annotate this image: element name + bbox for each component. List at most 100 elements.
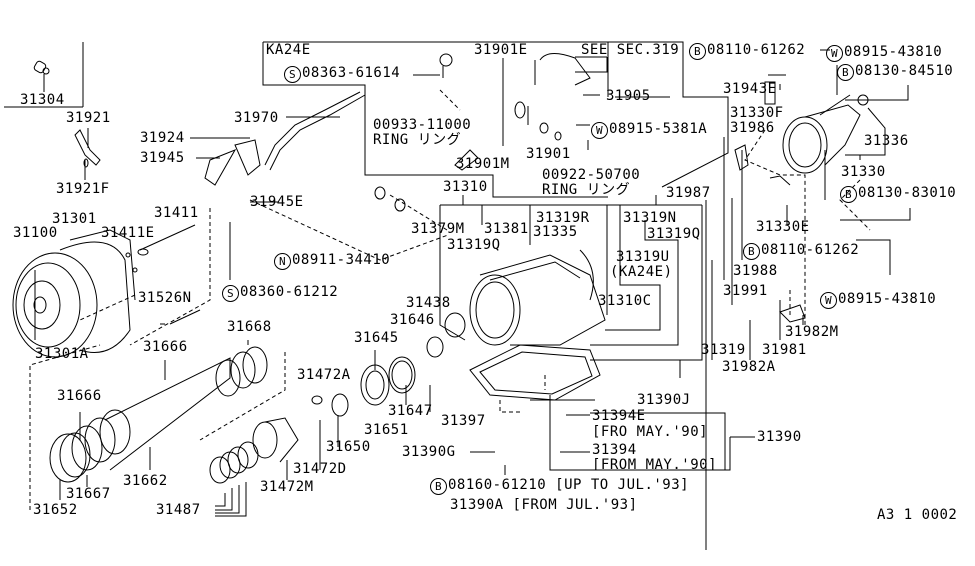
part-label-31390j: 31390J — [637, 392, 691, 408]
note-31394e-date: [FRO MAY.'90] — [592, 424, 709, 440]
plug-31304-drawing — [33, 60, 49, 92]
part-label-31905: 31905 — [606, 88, 651, 104]
part-label-31667: 31667 — [66, 486, 111, 502]
part-label-31390a: 31390A [FROM JUL.'93] — [450, 497, 638, 513]
part-label-31319u: 31319U — [616, 249, 670, 265]
note-31394-date: [FROM MAY.'90] — [592, 457, 718, 473]
n-symbol: N — [274, 253, 291, 270]
part-label-31319q-right: 31319Q — [647, 226, 701, 242]
part-label-31304: 31304 — [20, 92, 65, 108]
part-label-31988: 31988 — [733, 263, 778, 279]
ring-00922-50700-text: RING リング — [542, 182, 631, 198]
see-section-reference[interactable]: SEE SEC.319 — [581, 42, 680, 58]
part-label-31981: 31981 — [762, 342, 807, 358]
b-symbol: B — [837, 64, 854, 81]
part-label-31411: 31411 — [154, 205, 199, 221]
part-label-31901: 31901 — [526, 146, 571, 162]
part-label-31397: 31397 — [441, 413, 486, 429]
part-label-31100: 31100 — [13, 225, 58, 241]
part-label-31666-top: 31666 — [143, 339, 188, 355]
inset-frame — [4, 42, 83, 107]
part-label-31945: 31945 — [140, 150, 185, 166]
part-label-31472m: 31472M — [260, 479, 314, 495]
s-symbol: S — [284, 66, 301, 83]
dipstick-tube-drawing — [205, 92, 365, 185]
part-label-31982m: 31982M — [785, 324, 839, 340]
part-label-31379m: 31379M — [411, 221, 465, 237]
part-label-31472a: 31472A — [297, 367, 351, 383]
part-label-31943e: 31943E — [723, 81, 777, 97]
w-symbol: W — [591, 122, 608, 139]
extension-housing-drawing — [735, 82, 868, 322]
part-label-31319: 31319 — [701, 342, 746, 358]
part-label-31991: 31991 — [723, 283, 768, 299]
b-symbol: B — [840, 186, 857, 203]
part-label-31301: 31301 — [52, 211, 97, 227]
torque-converter-drawing — [13, 230, 135, 357]
w-symbol: W — [826, 45, 843, 62]
part-label-31650: 31650 — [326, 439, 371, 455]
part-label-31645: 31645 — [354, 330, 399, 346]
part-label-31924: 31924 — [140, 130, 185, 146]
clutch-pack-drawing — [50, 347, 415, 483]
part-label-31472d: 31472D — [293, 461, 347, 477]
part-label-31310c: 31310C — [598, 293, 652, 309]
part-label-31651: 31651 — [364, 422, 409, 438]
variant-label-ka24e: KA24E — [266, 42, 311, 58]
ring-00933-11000-text: RING リング — [373, 132, 462, 148]
part-label-31921: 31921 — [66, 110, 111, 126]
part-label-31487: 31487 — [156, 502, 201, 518]
w-symbol: W — [820, 292, 837, 309]
b-symbol: B — [689, 43, 706, 60]
part-label-31330f: 31330F — [730, 105, 784, 121]
part-label-31319n: 31319N — [623, 210, 677, 226]
bracket-31921-drawing — [75, 128, 100, 180]
transmission-case-drawing — [427, 250, 605, 400]
breather-tube-drawing — [375, 53, 590, 211]
diagram-footer-code: A3 1 0002 — [877, 507, 958, 523]
part-label-31330e: 31330E — [756, 219, 810, 235]
part-label-31668: 31668 — [227, 319, 272, 335]
s-symbol: S — [222, 285, 239, 302]
ring-00922-50700-number: 00922-50700 — [542, 167, 641, 183]
part-label-31662: 31662 — [123, 473, 168, 489]
part-label-31901m: 31901M — [456, 156, 510, 172]
b-symbol: B — [430, 478, 447, 495]
leader-lines — [30, 42, 910, 550]
part-label-31901e: 31901E — [474, 42, 528, 58]
part-label-31301a: 31301A — [35, 346, 89, 362]
part-label-31982a: 31982A — [722, 359, 776, 375]
part-label-31652: 31652 — [33, 502, 78, 518]
part-label-31945e: 31945E — [250, 194, 304, 210]
part-label-31394: 31394 — [592, 442, 637, 458]
part-label-31310: 31310 — [443, 179, 488, 195]
part-label-31921f: 31921F — [56, 181, 110, 197]
part-label-31411e: 31411E — [101, 225, 155, 241]
part-label-31646: 31646 — [390, 312, 435, 328]
part-label-31381: 31381 — [484, 221, 529, 237]
ring-00933-11000-number: 00933-11000 — [373, 117, 472, 133]
part-label-31336: 31336 — [864, 133, 909, 149]
part-label-31970: 31970 — [234, 110, 279, 126]
part-label-31526n: 31526N — [138, 290, 192, 306]
part-label-31647: 31647 — [388, 403, 433, 419]
part-label-31987: 31987 — [666, 185, 711, 201]
part-label-31319q-left: 31319Q — [447, 237, 501, 253]
variant-note-ka24e: (KA24E) — [610, 264, 673, 280]
part-label-31390: 31390 — [757, 429, 802, 445]
rod-31411-drawing — [126, 225, 195, 272]
part-label-31390g: 31390G — [402, 444, 456, 460]
part-label-31986: 31986 — [730, 120, 775, 136]
part-label-31319r: 31319R — [536, 210, 590, 226]
